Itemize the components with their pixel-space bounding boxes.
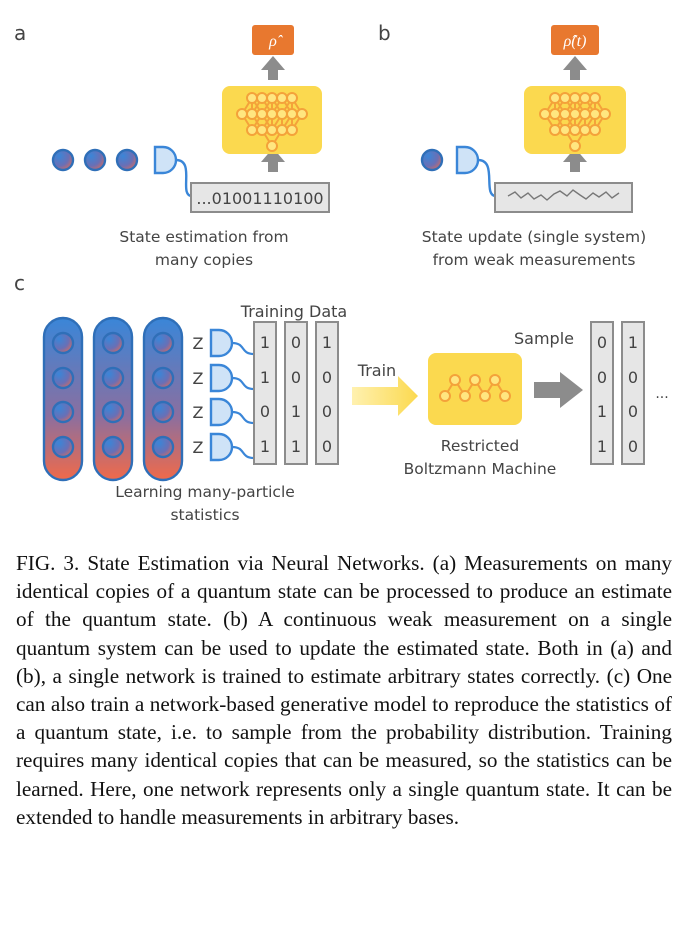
bit-value: 1 bbox=[597, 402, 607, 421]
output-state-label: ρ̂(t) bbox=[563, 33, 587, 50]
copy-column bbox=[92, 316, 134, 482]
train-arrow-icon bbox=[352, 376, 418, 416]
bit-value: 0 bbox=[322, 368, 332, 387]
detector-icon bbox=[209, 397, 234, 427]
z-measurements: Z Z Z Z bbox=[193, 328, 255, 462]
bit-value: 0 bbox=[597, 368, 607, 387]
many-copies bbox=[42, 316, 184, 482]
panel-a-letter: a bbox=[14, 21, 26, 45]
bit-value: 0 bbox=[260, 402, 270, 421]
detector-icon bbox=[455, 145, 480, 175]
bit-column bbox=[315, 321, 339, 465]
figure-3: a ...01001110100 ρ̂ State estimation fro… bbox=[14, 21, 669, 524]
train-label: Train bbox=[357, 361, 396, 380]
weak-measurement-trace bbox=[507, 189, 620, 201]
sample-label: Sample bbox=[514, 329, 574, 348]
rbm-box bbox=[428, 353, 522, 425]
panel-b-caption-line1: State update (single system) bbox=[422, 228, 646, 246]
qubit-icon bbox=[420, 148, 444, 172]
copy-column bbox=[142, 316, 184, 482]
bit-value: 0 bbox=[597, 333, 607, 352]
qubit-icon bbox=[51, 148, 75, 172]
output-state-box bbox=[551, 25, 599, 55]
rbm-icon bbox=[439, 374, 511, 402]
bit-value: 0 bbox=[628, 437, 638, 456]
bitstring: ...01001110100 bbox=[196, 189, 323, 208]
rbm-label-line1: Restricted bbox=[441, 437, 519, 455]
sample-arrow-icon bbox=[534, 372, 583, 408]
bit-value: 1 bbox=[322, 333, 332, 352]
panel-a-caption-line1: State estimation from bbox=[119, 228, 288, 246]
bit-column bbox=[253, 321, 277, 465]
copies-qubits bbox=[51, 148, 139, 172]
bit-value: 0 bbox=[291, 368, 301, 387]
panel-c: c Z Z Z Z bbox=[14, 271, 669, 524]
copies-label-line1: Learning many-particle bbox=[115, 483, 295, 501]
up-arrow-icon bbox=[563, 56, 587, 80]
detector-icon bbox=[209, 328, 234, 358]
signal-wire bbox=[477, 158, 497, 198]
qubit-icon bbox=[83, 148, 107, 172]
up-arrow-icon bbox=[261, 56, 285, 80]
bit-column bbox=[590, 321, 614, 465]
caption-text: FIG. 3. State Estimation via Neural Netw… bbox=[16, 551, 672, 829]
output-state-box bbox=[252, 25, 294, 55]
panel-a: a ...01001110100 ρ̂ State estimation fro… bbox=[14, 21, 330, 269]
ellipsis: ... bbox=[655, 386, 668, 402]
bit-value: 0 bbox=[322, 402, 332, 421]
copies-label-line2: statistics bbox=[170, 506, 239, 524]
measurement-record-box bbox=[190, 182, 330, 213]
detector-icon bbox=[209, 432, 234, 462]
qubit-icon bbox=[115, 148, 139, 172]
detector-icon bbox=[153, 145, 178, 175]
bit-value: 1 bbox=[260, 333, 270, 352]
training-data-table: 1 1 0 1 0 0 1 1 1 0 0 0 bbox=[253, 321, 339, 465]
bit-value: 1 bbox=[260, 437, 270, 456]
figure-caption: FIG. 3. State Estimation via Neural Netw… bbox=[16, 549, 672, 831]
bit-value: 1 bbox=[628, 333, 638, 352]
panel-b-letter: b bbox=[378, 21, 391, 45]
signal-wire bbox=[175, 158, 193, 198]
sample-data-table: 0 0 1 1 1 0 0 0 bbox=[590, 321, 645, 465]
bit-value: 0 bbox=[322, 437, 332, 456]
bit-column bbox=[284, 321, 308, 465]
bit-column bbox=[621, 321, 645, 465]
bit-value: 0 bbox=[291, 333, 301, 352]
bit-value: 0 bbox=[628, 402, 638, 421]
bit-value: 0 bbox=[628, 368, 638, 387]
panel-a-caption-line2: many copies bbox=[155, 251, 253, 269]
training-data-label: Training Data bbox=[240, 302, 347, 321]
copy-column bbox=[42, 316, 84, 482]
bit-value: 1 bbox=[260, 368, 270, 387]
basis-label: Z bbox=[193, 369, 204, 388]
measurement-record-box bbox=[494, 182, 633, 213]
panel-b-caption-line2: from weak measurements bbox=[433, 251, 636, 269]
rbm-label-line2: Boltzmann Machine bbox=[404, 460, 557, 478]
bit-value: 1 bbox=[291, 437, 301, 456]
basis-label: Z bbox=[193, 438, 204, 457]
basis-label: Z bbox=[193, 403, 204, 422]
detector-icon bbox=[209, 363, 234, 393]
panel-b: b ρ̂(t) State update (single system) fro… bbox=[378, 21, 646, 269]
panel-c-letter: c bbox=[14, 271, 25, 295]
basis-label: Z bbox=[193, 334, 204, 353]
bit-value: 1 bbox=[291, 402, 301, 421]
bit-value: 1 bbox=[597, 437, 607, 456]
